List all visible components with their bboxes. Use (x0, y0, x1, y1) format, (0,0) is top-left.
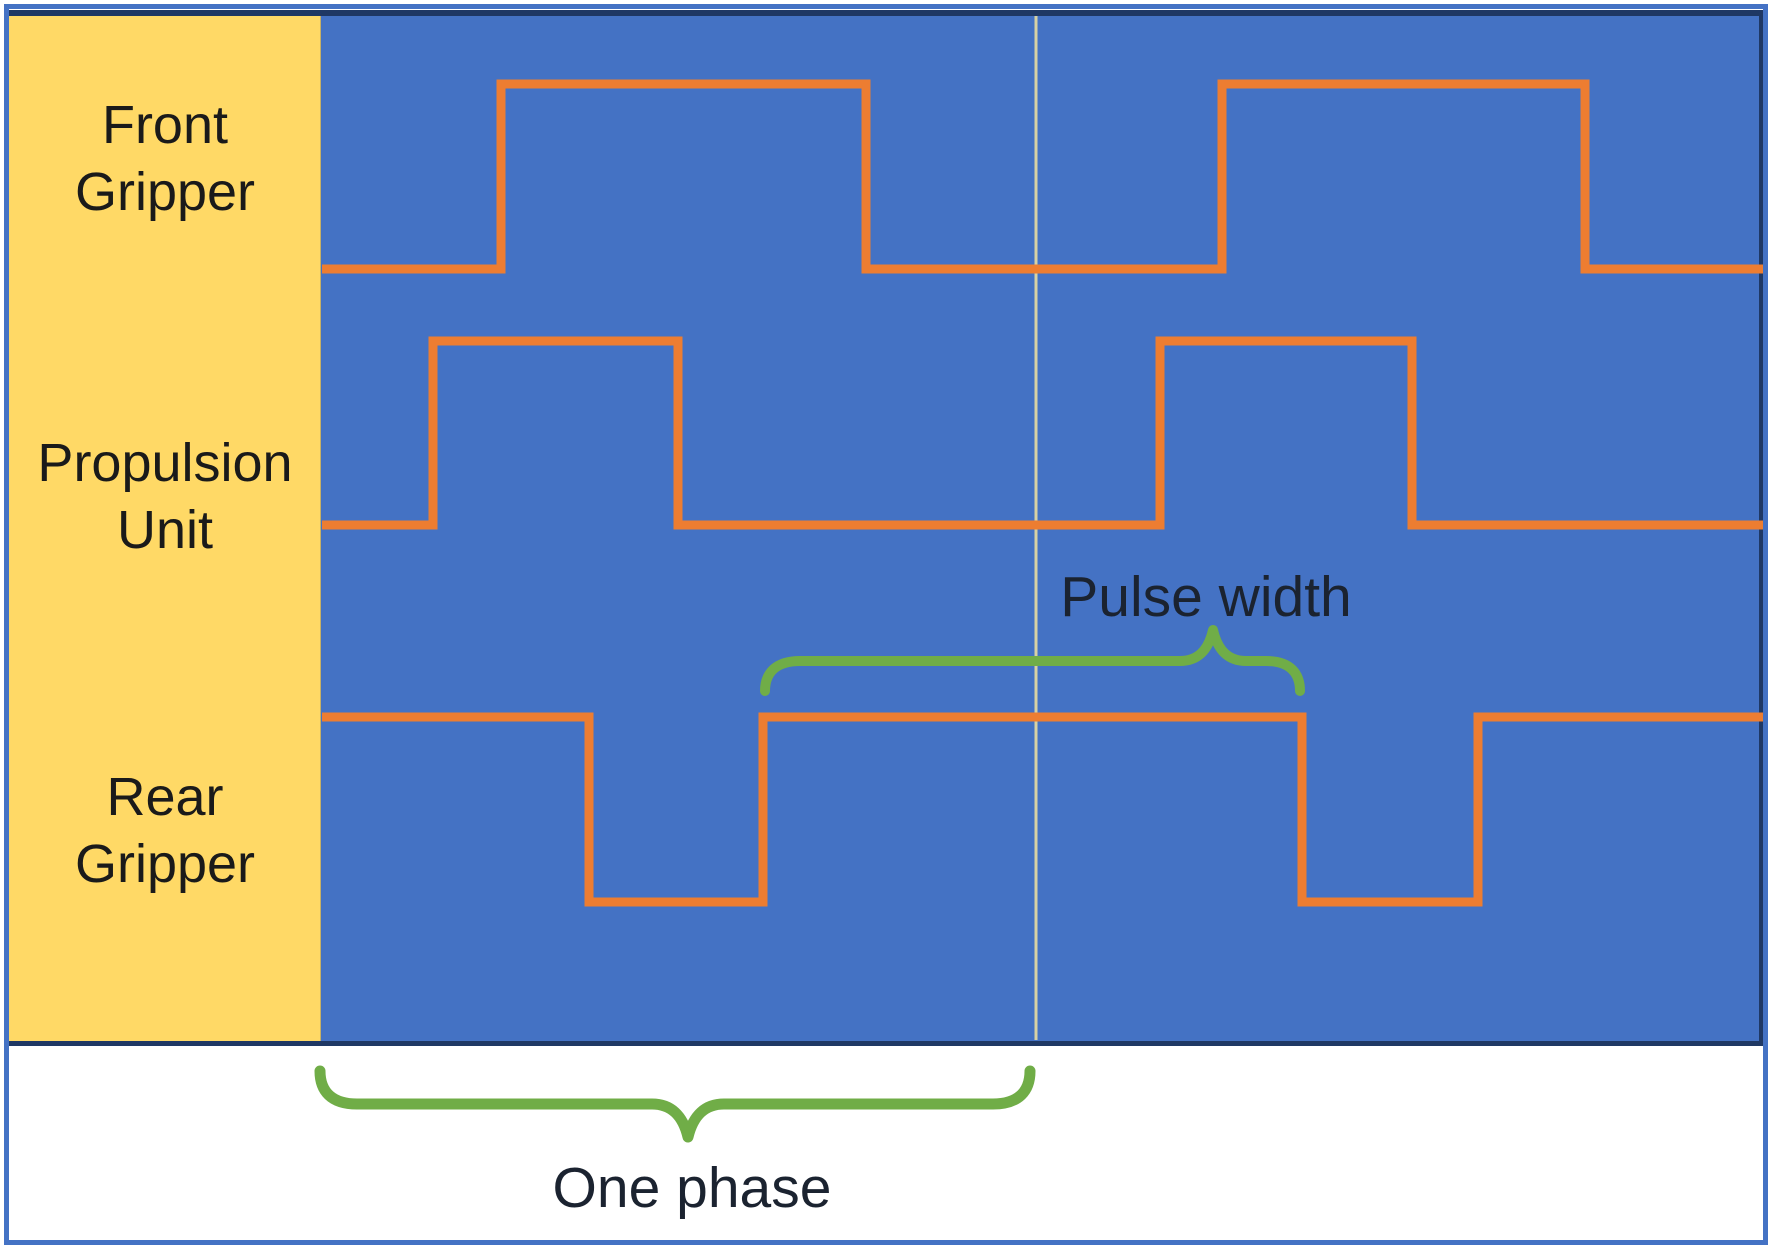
rear-gripper-label-line1: Rear (106, 767, 224, 827)
one-phase-brace (314, 1065, 1036, 1143)
pulse-width-brace (760, 625, 1305, 696)
propulsion-unit-label-line2: Unit (116, 500, 214, 560)
front-gripper-label-line2: Gripper (74, 162, 256, 222)
propulsion-unit-label-line1: Propulsion (37, 433, 293, 493)
front-gripper-label: Front Gripper (9, 92, 321, 226)
rear-gripper-label-line2: Gripper (74, 834, 256, 894)
rear-gripper-label: Rear Gripper (9, 764, 321, 898)
signal-label-panel: Front Gripper Propulsion Unit Rear Gripp… (9, 16, 321, 1041)
propulsion-unit-waveform (322, 336, 1764, 530)
pulse-width-annotation: Pulse width (1060, 565, 1352, 629)
one-phase-annotation: One phase (552, 1156, 832, 1220)
propulsion-unit-label: Propulsion Unit (9, 430, 321, 564)
rear-gripper-waveform (322, 712, 1764, 907)
front-gripper-waveform (322, 79, 1764, 274)
front-gripper-label-line1: Front (101, 95, 229, 155)
